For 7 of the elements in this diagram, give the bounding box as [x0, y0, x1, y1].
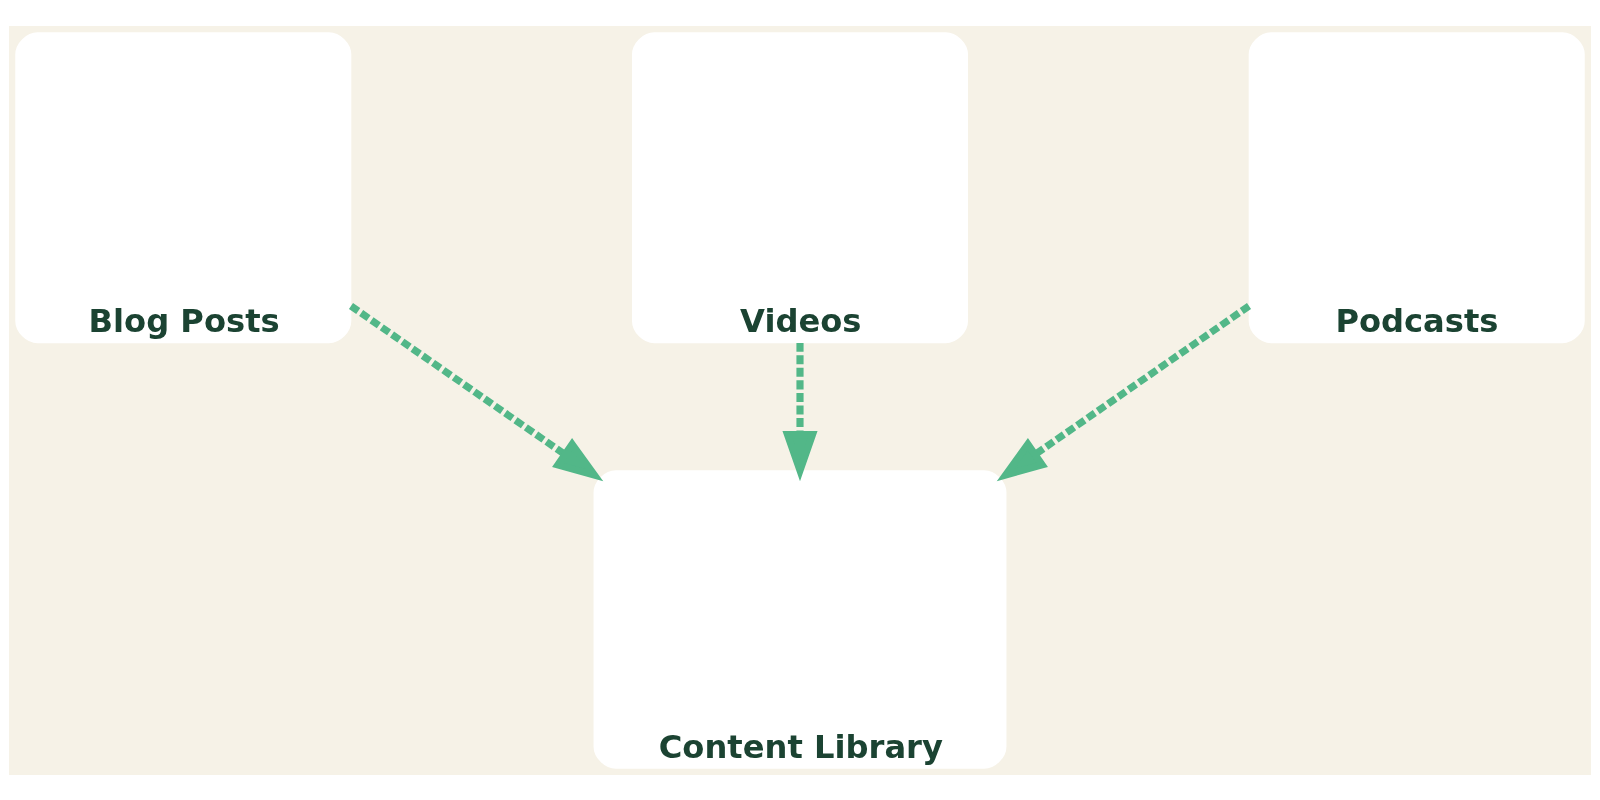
arrow [348, 302, 604, 481]
node-box: Videos [631, 31, 969, 343]
node-box: Blog Posts [15, 31, 352, 343]
arrow [782, 342, 818, 481]
arrow [996, 302, 1252, 481]
node-box: Podcasts [1248, 31, 1585, 343]
node-box: Content Library [593, 469, 1007, 769]
